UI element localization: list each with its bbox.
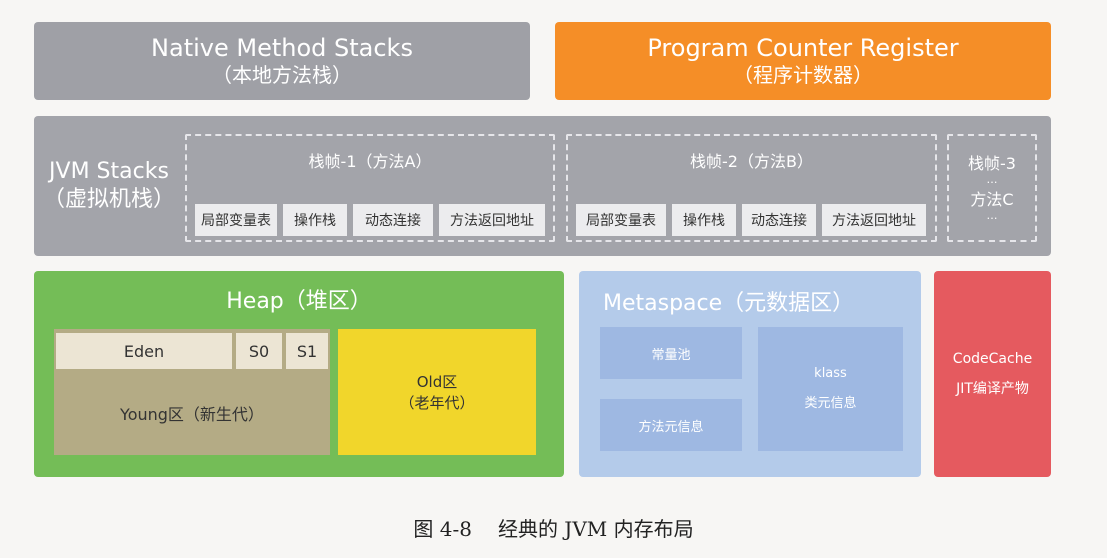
method-c-label: 方法C xyxy=(970,190,1014,209)
young-generation-box: Eden S0 S1 Young区（新生代） xyxy=(54,329,330,455)
figure-caption-text: 经典的 JVM 内存布局 xyxy=(497,517,694,541)
old-generation-label: Old区 xyxy=(416,373,458,391)
native-method-stacks-subtitle: （本地方法栈） xyxy=(212,63,352,87)
ellipsis-bottom: … xyxy=(986,209,998,222)
operand-stack-cell: 操作栈 xyxy=(283,204,347,236)
return-address-cell: 方法返回地址 xyxy=(822,204,926,236)
return-address-cell: 方法返回地址 xyxy=(439,204,545,236)
code-cache-title: CodeCache xyxy=(952,351,1033,367)
stack-frame-3: 栈帧-3 … 方法C … xyxy=(947,134,1037,242)
jvm-stacks-title: JVM Stacks xyxy=(49,159,169,184)
stack-frame-2: 栈帧-2（方法B） 局部变量表 操作栈 动态连接 方法返回地址 xyxy=(566,134,937,242)
native-method-stacks-box: Native Method Stacks （本地方法栈） xyxy=(34,22,530,100)
dynamic-linking-cell: 动态连接 xyxy=(742,204,816,236)
program-counter-register-box: Program Counter Register （程序计数器） xyxy=(555,22,1051,100)
stack-frame-title: 栈帧-1（方法A） xyxy=(308,152,432,171)
klass-box: klass 类元信息 xyxy=(758,327,903,451)
figure-number: 图 4-8 xyxy=(413,517,472,541)
jvm-stacks-label: JVM Stacks （虚拟机栈） xyxy=(34,116,184,256)
survivor-0-box: S0 xyxy=(236,333,282,369)
program-counter-register-title: Program Counter Register xyxy=(647,34,959,62)
klass-label: klass xyxy=(814,366,847,381)
heap-box: Heap（堆区） Eden S0 S1 Young区（新生代） Old区 （老年… xyxy=(34,271,564,477)
figure-caption: 图 4-8 经典的 JVM 内存布局 xyxy=(0,513,1107,542)
young-generation-label: Young区（新生代） xyxy=(120,405,264,424)
class-metadata-label: 类元信息 xyxy=(804,396,857,411)
code-cache-box: CodeCache JIT编译产物 xyxy=(934,271,1051,477)
local-variable-table-cell: 局部变量表 xyxy=(195,204,277,236)
old-generation-sublabel: （老年代） xyxy=(399,394,475,412)
jvm-stacks-subtitle: （虚拟机栈） xyxy=(42,187,175,212)
jvm-stacks-box: JVM Stacks （虚拟机栈） 栈帧-1（方法A） 局部变量表 操作栈 动态… xyxy=(34,116,1051,256)
metaspace-box: Metaspace（元数据区） 常量池 方法元信息 klass 类元信息 xyxy=(579,271,921,477)
old-generation-box: Old区 （老年代） xyxy=(338,329,536,455)
stack-frame-1: 栈帧-1（方法A） 局部变量表 操作栈 动态连接 方法返回地址 xyxy=(185,134,555,242)
metaspace-title: Metaspace（元数据区） xyxy=(603,291,855,316)
constant-pool-box: 常量池 xyxy=(600,327,742,379)
code-cache-subtitle: JIT编译产物 xyxy=(956,381,1029,397)
native-method-stacks-title: Native Method Stacks xyxy=(151,34,413,62)
operand-stack-cell: 操作栈 xyxy=(672,204,736,236)
ellipsis-top: … xyxy=(986,173,998,186)
eden-box: Eden xyxy=(56,333,232,369)
stack-frame-title: 栈帧-3 xyxy=(968,154,1016,173)
survivor-1-box: S1 xyxy=(286,333,328,369)
local-variable-table-cell: 局部变量表 xyxy=(576,204,666,236)
program-counter-register-subtitle: （程序计数器） xyxy=(733,63,873,87)
dynamic-linking-cell: 动态连接 xyxy=(353,204,433,236)
heap-title: Heap（堆区） xyxy=(226,289,372,314)
stack-frame-title: 栈帧-2（方法B） xyxy=(690,152,813,171)
method-metadata-box: 方法元信息 xyxy=(600,399,742,451)
